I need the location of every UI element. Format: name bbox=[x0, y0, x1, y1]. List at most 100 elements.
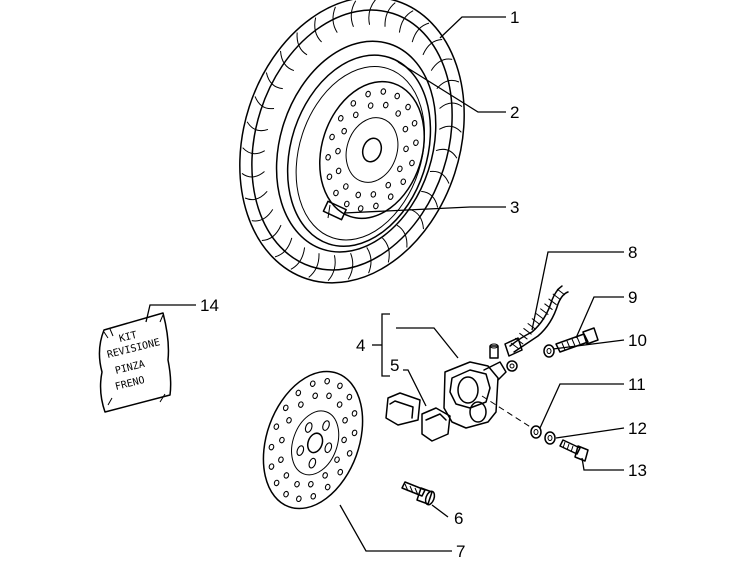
brake-hose bbox=[504, 285, 569, 372]
perforation-hole bbox=[325, 154, 331, 161]
perforation-hole bbox=[385, 181, 392, 189]
perforation-hole bbox=[403, 145, 409, 153]
washer-11 bbox=[530, 425, 542, 439]
callout-3: 3 bbox=[510, 198, 519, 217]
hub-slot bbox=[308, 457, 317, 469]
tread-lug bbox=[242, 147, 265, 155]
tread-lug bbox=[421, 190, 439, 208]
tread-lug bbox=[384, 2, 396, 27]
brake-caliper-kit-bag: KIT REVISIONE PINZA FRENO bbox=[98, 312, 172, 413]
tire-valve bbox=[322, 200, 347, 221]
callout-1: 1 bbox=[510, 8, 519, 27]
tread-lug bbox=[382, 237, 390, 263]
hose-rib bbox=[527, 322, 537, 330]
tread-lug bbox=[251, 209, 274, 222]
brake-caliper bbox=[443, 343, 533, 429]
tread-lug bbox=[366, 247, 372, 274]
wheel-tire-assembly bbox=[239, 0, 465, 284]
callout-11: 11 bbox=[628, 375, 646, 394]
perforation-hole bbox=[395, 110, 401, 117]
perforation-hole bbox=[387, 193, 394, 200]
perforation-hole bbox=[341, 436, 347, 444]
perforation-hole bbox=[341, 127, 347, 135]
callout-2: 2 bbox=[510, 103, 519, 122]
perforation-hole bbox=[273, 423, 280, 430]
perforation-hole bbox=[351, 410, 358, 417]
tread-lug bbox=[280, 50, 295, 72]
perforation-hole bbox=[312, 392, 318, 400]
perforation-hole bbox=[400, 178, 407, 185]
tread-lug bbox=[350, 0, 357, 27]
hose-rib bbox=[552, 293, 562, 301]
tread-lug bbox=[274, 237, 293, 258]
tread-lug bbox=[435, 148, 458, 159]
hub-slot bbox=[304, 422, 313, 433]
tread-lug bbox=[422, 39, 443, 56]
tread-lug bbox=[241, 171, 265, 178]
disc-bolt bbox=[401, 481, 436, 506]
tread-lug bbox=[308, 253, 320, 278]
perforation-hole bbox=[268, 443, 275, 451]
perforation-hole bbox=[278, 456, 284, 463]
perforation-hole bbox=[413, 139, 419, 146]
perforation-hole bbox=[370, 191, 377, 198]
perforation-hole bbox=[382, 101, 389, 109]
kit-bag-line-3: PINZA bbox=[114, 359, 146, 377]
hose-rib bbox=[539, 308, 549, 316]
perforation-hole bbox=[351, 429, 358, 437]
perforation-hole bbox=[309, 380, 316, 387]
tread-lug bbox=[411, 22, 430, 43]
perforation-hole bbox=[326, 392, 332, 400]
tread-lug bbox=[439, 125, 462, 133]
perforation-hole bbox=[409, 159, 415, 167]
perforation-hole bbox=[350, 100, 357, 107]
hose-rib bbox=[523, 327, 532, 335]
perforation-hole bbox=[283, 490, 289, 498]
hose-rib bbox=[544, 303, 553, 311]
perforation-hole bbox=[336, 401, 343, 408]
tread-lug bbox=[265, 72, 283, 90]
tread-lug bbox=[439, 102, 463, 109]
hub-slot bbox=[324, 442, 333, 454]
perforation-hole bbox=[373, 202, 379, 210]
perforation-hole bbox=[342, 417, 348, 424]
perforation-hole bbox=[365, 90, 371, 98]
tread-lug bbox=[246, 121, 269, 132]
banjo-bolt bbox=[555, 327, 599, 353]
tread-lug bbox=[347, 253, 354, 280]
tread-lug bbox=[254, 96, 275, 110]
perforation-hole bbox=[337, 468, 344, 476]
tread-lug bbox=[409, 208, 424, 230]
kit-bag-line-1: KIT bbox=[118, 330, 138, 345]
tread-lug bbox=[430, 58, 453, 71]
perforation-hole bbox=[367, 102, 374, 109]
perforation-hole bbox=[335, 147, 341, 155]
tread-lug bbox=[296, 32, 308, 56]
leader-lines bbox=[145, 16, 625, 552]
perforation-hole bbox=[310, 493, 317, 500]
callout-6: 6 bbox=[454, 509, 463, 528]
perforation-hole bbox=[298, 401, 304, 408]
perforation-hole bbox=[295, 389, 302, 397]
tire bbox=[239, 0, 465, 284]
tread-lug bbox=[396, 224, 408, 248]
perforation-hole bbox=[402, 125, 409, 133]
hose-rib bbox=[535, 313, 545, 320]
tread-lug bbox=[244, 190, 268, 201]
tread-lug bbox=[429, 170, 450, 184]
perforation-hole bbox=[296, 495, 302, 503]
perforation-hole bbox=[294, 480, 300, 488]
hose-rib bbox=[556, 288, 566, 296]
tread-lug bbox=[261, 224, 282, 241]
callout-numbers: 1 2 3 4 5 6 7 8 9 10 11 12 13 14 bbox=[200, 8, 647, 561]
perforation-hole bbox=[346, 393, 353, 401]
callout-13: 13 bbox=[628, 461, 647, 480]
perforation-hole bbox=[346, 450, 353, 457]
perforation-hole bbox=[337, 115, 344, 122]
perforation-hole bbox=[324, 483, 331, 491]
perforation-hole bbox=[352, 111, 359, 119]
perforation-hole bbox=[335, 167, 342, 175]
callout-12: 12 bbox=[628, 419, 647, 438]
kit-bag-line-4: FRENO bbox=[114, 375, 146, 393]
perforation-hole bbox=[286, 417, 292, 424]
